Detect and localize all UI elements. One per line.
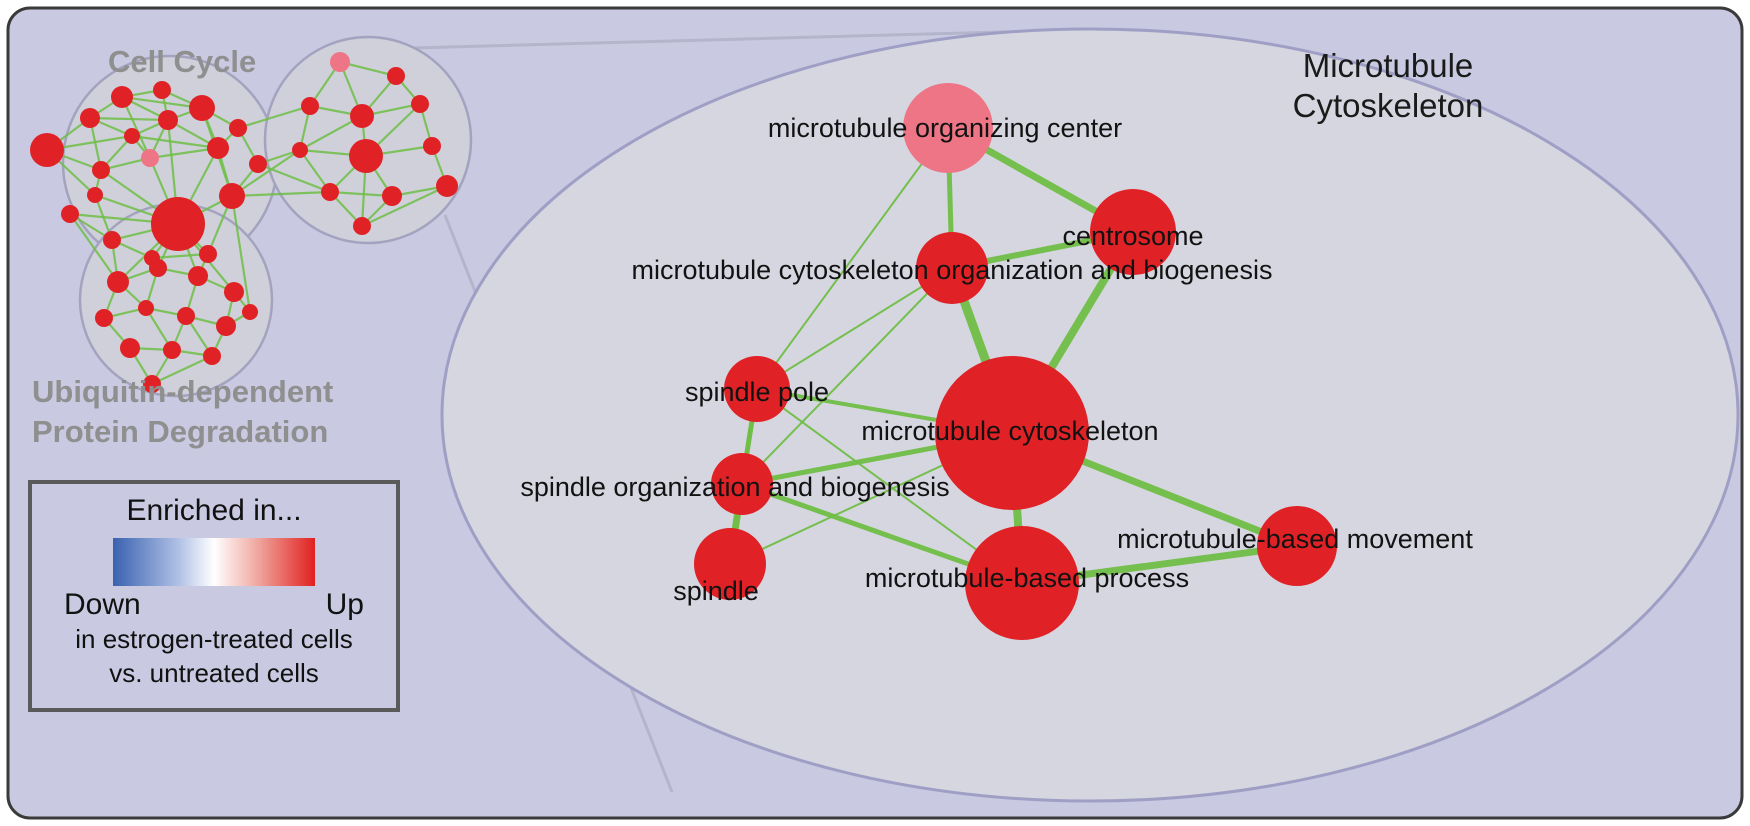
mini-edge <box>231 149 301 197</box>
legend-endpoint-labels: Down Up <box>64 588 364 622</box>
mini-node-cc5 <box>158 110 178 130</box>
mini-node-cc17 <box>199 245 217 263</box>
mini-node-m2 <box>301 97 319 115</box>
mini-node-u0 <box>107 271 129 293</box>
label-spindle_pole: spindle pole <box>685 377 829 407</box>
node-sob <box>711 453 773 515</box>
mini-node-u1 <box>149 259 167 277</box>
mini-node-cc0 <box>30 133 64 167</box>
mini-node-cc4 <box>124 128 140 144</box>
label-centrosome: centrosome <box>1062 221 1203 251</box>
mini-node-cc3 <box>153 81 171 99</box>
mini-node-cc12 <box>219 183 245 209</box>
mini-node-cc10 <box>229 119 247 137</box>
detail-ellipse <box>440 27 1740 803</box>
mini-node-u12 <box>242 304 258 320</box>
mini-edge <box>131 134 219 150</box>
mini-node-m3 <box>350 104 374 128</box>
mini-edge <box>121 95 203 110</box>
mini-edge <box>361 185 448 227</box>
mini-edge <box>149 146 219 160</box>
edge-mcob-sob <box>741 267 953 485</box>
mini-node-cc18 <box>87 187 103 203</box>
mini-node-cc11 <box>151 197 205 251</box>
node-spindle_pole <box>724 356 790 422</box>
label-spindle: spindle <box>673 576 759 606</box>
legend-box: Enriched in... Down Up in estrogen-treat… <box>28 480 400 712</box>
mini-node-m0 <box>330 52 350 72</box>
node-mtc <box>935 356 1089 510</box>
node-spindle <box>694 528 766 600</box>
mini-edge <box>121 96 151 159</box>
mini-node-m11 <box>353 217 371 235</box>
legend-gradient-bar <box>113 538 315 586</box>
mini-node-cc14 <box>61 205 79 223</box>
node-mbp <box>965 526 1079 640</box>
mini-node-m10 <box>436 175 458 197</box>
legend-down-label: Down <box>64 588 141 621</box>
label-moc: microtubule organizing center <box>768 113 1122 143</box>
mini-node-u8 <box>120 338 140 358</box>
mini-node-cc2 <box>111 86 133 108</box>
legend-title: Enriched in... <box>126 494 302 527</box>
mini-node-u4 <box>95 309 113 327</box>
mini-node-m8 <box>321 183 339 201</box>
mini-node-cc7 <box>141 149 159 167</box>
mini-node-cc6 <box>92 161 110 179</box>
mini-node-u6 <box>177 307 195 325</box>
mini-edge <box>230 195 252 313</box>
mini-node-cc15 <box>103 231 121 249</box>
label-mtc: microtubule cytoskeleton <box>861 416 1158 446</box>
mini-edge <box>237 104 311 130</box>
mini-node-u11 <box>143 375 161 393</box>
mini-node-cc1 <box>80 108 100 128</box>
mini-node-u5 <box>138 300 154 316</box>
legend-caption-line2: vs. untreated cells <box>109 658 319 688</box>
mini-node-u9 <box>163 341 181 359</box>
mini-node-m5 <box>292 142 308 158</box>
node-moc <box>903 83 993 173</box>
legend-up-label: Up <box>325 588 364 621</box>
mini-node-m4 <box>411 95 429 113</box>
node-mbm <box>1257 506 1337 586</box>
label-sob: spindle organization and biogenesis <box>520 472 949 502</box>
mini-node-u2 <box>188 266 208 286</box>
mini-edge <box>151 355 213 385</box>
node-mcob <box>916 232 988 304</box>
mini-node-cc9 <box>207 137 229 159</box>
mini-edge <box>329 190 393 198</box>
mini-edge <box>69 213 119 283</box>
node-centrosome <box>1090 189 1176 275</box>
mini-node-m9 <box>382 186 402 206</box>
label-mcob: microtubule cytoskeleton organization an… <box>632 255 1273 285</box>
mini-node-u3 <box>224 282 244 302</box>
mini-node-u10 <box>203 347 221 365</box>
mini-node-cc13 <box>249 155 267 173</box>
mini-node-m6 <box>349 139 383 173</box>
mini-node-u7 <box>216 316 236 336</box>
edge-mcob-spindle_pole <box>756 267 953 390</box>
edge-moc-spindle_pole <box>756 127 949 390</box>
mini-edge <box>151 252 209 260</box>
mini-edge <box>89 116 169 122</box>
legend-caption-line1: in estrogen-treated cells <box>75 624 353 654</box>
mini-node-cc8 <box>189 95 215 121</box>
mini-node-m1 <box>387 67 405 85</box>
label-mbp: microtubule-based process <box>865 563 1189 593</box>
zoom-connector-line <box>411 28 1076 50</box>
mini-edge <box>257 162 331 194</box>
label-mbm: microtubule-based movement <box>1117 524 1473 554</box>
mini-edge <box>231 190 331 198</box>
mini-node-m7 <box>423 137 441 155</box>
